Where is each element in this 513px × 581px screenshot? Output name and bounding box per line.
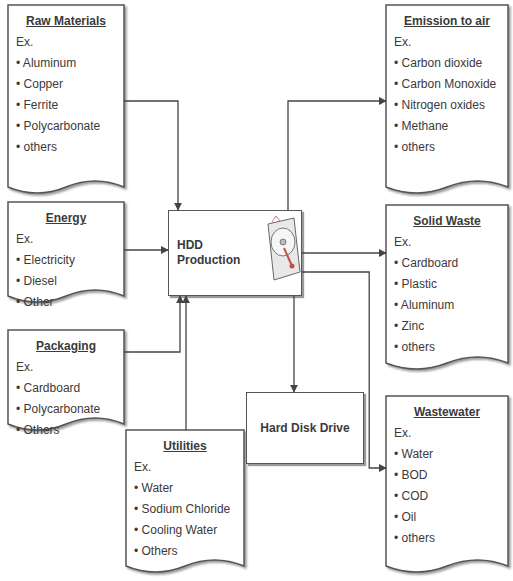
process-box: Hard Disk Drive <box>246 392 364 464</box>
spindle <box>280 239 286 245</box>
actuator-pivot <box>290 264 295 269</box>
document-box: UtilitiesEx.• Water• Sodium Chloride• Co… <box>126 430 244 576</box>
list-item: • Sodium Chloride <box>126 499 244 520</box>
list-item: • Carbon dioxide <box>386 53 508 74</box>
document-shape <box>386 396 508 576</box>
list-item: • Polycarbonate <box>8 116 124 137</box>
list-item: • Cardboard <box>8 378 124 399</box>
drive-detail <box>272 216 280 222</box>
document-box: WastewaterEx.• Water• BOD• COD• Oil• oth… <box>386 396 508 576</box>
flow-arrow <box>185 296 186 430</box>
document-outline <box>8 5 124 193</box>
box-heading: Energy <box>8 208 124 229</box>
flow-arrow <box>302 252 386 253</box>
box-heading: Emission to air <box>386 11 508 32</box>
flow-arrow <box>293 296 294 392</box>
list-item: • Methane <box>386 116 508 137</box>
list-item: • COD <box>386 486 508 507</box>
example-label: Ex. <box>386 423 508 444</box>
document-box: PackagingEx.• Cardboard• Polycarbonate• … <box>8 330 124 434</box>
document-box: EnergyEx.• Electricity• Diesel• Other <box>8 202 124 306</box>
list-item: • Others <box>8 420 124 441</box>
list-item: • others <box>8 137 124 158</box>
document-outline <box>386 396 508 572</box>
example-label: Ex. <box>386 232 508 253</box>
box-heading: Raw Materials <box>8 11 124 32</box>
list-item: • others <box>386 528 508 549</box>
list-item: • BOD <box>386 465 508 486</box>
list-item: • Oil <box>386 507 508 528</box>
flow-arrow <box>302 272 386 468</box>
example-label: Ex. <box>126 457 244 478</box>
list-item: • Zinc <box>386 316 508 337</box>
list-item: • others <box>386 137 508 158</box>
flow-arrow <box>288 101 386 210</box>
list-item: • others <box>386 337 508 358</box>
list-item: • Cardboard <box>386 253 508 274</box>
document-box: Emission to airEx.• Carbon dioxide• Carb… <box>386 5 508 197</box>
box-heading: Solid Waste <box>386 211 508 232</box>
flow-arrow <box>124 249 168 250</box>
list-item: • Other <box>8 292 124 313</box>
list-item: • Nitrogen oxides <box>386 95 508 116</box>
box-heading: Wastewater <box>386 402 508 423</box>
document-box: Solid WasteEx.• Cardboard• Plastic• Alum… <box>386 205 508 373</box>
list-item: • Diesel <box>8 271 124 292</box>
list-item: • Water <box>126 478 244 499</box>
flow-arrow <box>124 101 178 210</box>
box-heading: Hard Disk Drive <box>260 421 349 436</box>
example-label: Ex. <box>8 229 124 250</box>
drive-case <box>268 218 300 280</box>
document-outline <box>126 430 244 572</box>
list-item: • Aluminum <box>8 53 124 74</box>
list-item: • Copper <box>8 74 124 95</box>
list-item: • Plastic <box>386 274 508 295</box>
list-item: • Water <box>386 444 508 465</box>
list-item: • Electricity <box>8 250 124 271</box>
platter <box>271 228 295 256</box>
list-item: • Polycarbonate <box>8 399 124 420</box>
document-outline <box>386 205 508 369</box>
box-heading: HDD Production <box>177 238 261 268</box>
list-item: • Ferrite <box>8 95 124 116</box>
flow-arrow <box>124 296 180 352</box>
document-outline <box>386 5 508 193</box>
list-item: • Others <box>126 541 244 562</box>
list-item: • Cooling Water <box>126 520 244 541</box>
example-label: Ex. <box>386 32 508 53</box>
hard-disk-illustration <box>268 216 300 280</box>
document-outline <box>8 330 124 430</box>
list-item: • Carbon Monoxide <box>386 74 508 95</box>
box-heading: Utilities <box>126 436 244 457</box>
document-box: Raw MaterialsEx.• Aluminum• Copper• Ferr… <box>8 5 124 197</box>
document-outline <box>8 202 124 302</box>
list-item: • Aluminum <box>386 295 508 316</box>
example-label: Ex. <box>8 32 124 53</box>
box-heading: Packaging <box>8 336 124 357</box>
hard-disk-illustration <box>262 214 302 284</box>
example-label: Ex. <box>8 357 124 378</box>
actuator-arm <box>284 248 292 266</box>
